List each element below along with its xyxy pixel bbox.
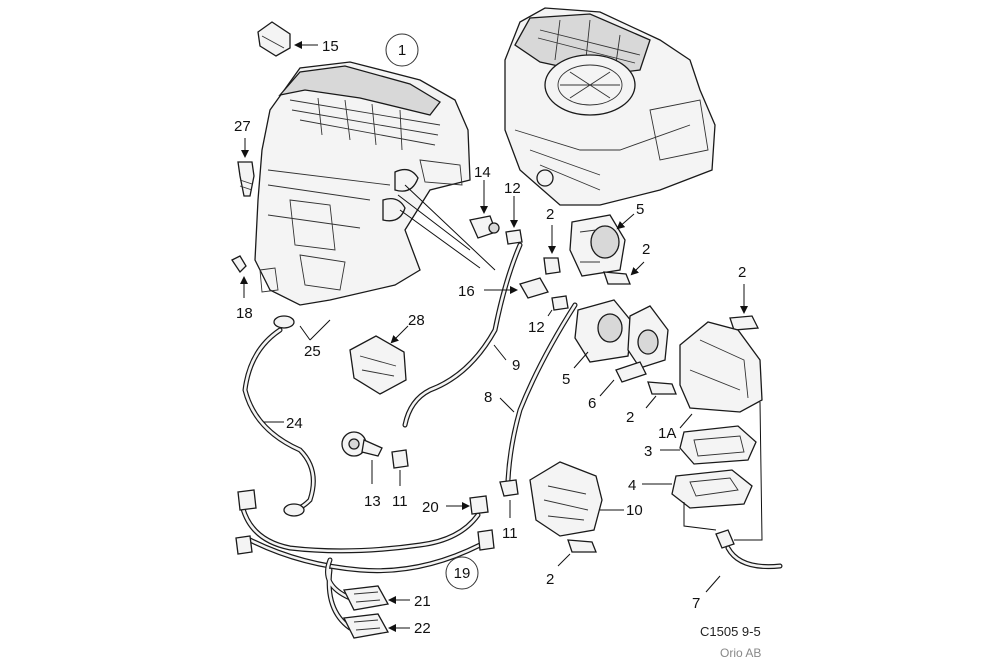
part-4-gasket: 4 (628, 469, 753, 509)
part-24-cable: 24 (242, 327, 316, 517)
diagram-company: Orio AB (720, 646, 762, 660)
part-6-link: 6 (588, 361, 647, 412)
svg-text:19: 19 (454, 565, 471, 582)
svg-text:22: 22 (414, 620, 431, 637)
part-5-actuator-lower: 5 (562, 299, 669, 388)
part-5-actuator-upper: 5 (569, 201, 644, 277)
part-12-lower: 12 (528, 295, 569, 336)
svg-text:16: 16 (458, 283, 475, 300)
part-1A-housing: 1A (658, 321, 763, 442)
svg-text:3: 3 (644, 443, 652, 460)
svg-text:2: 2 (546, 571, 554, 588)
svg-text:5: 5 (636, 201, 644, 218)
svg-text:28: 28 (408, 312, 425, 329)
svg-text:2: 2 (546, 206, 554, 223)
part-19-harness: 19 (235, 489, 495, 631)
part-20-connector: 20 (422, 499, 470, 516)
diagram-reference-code: C1505 9-5 (700, 624, 761, 639)
part-27-bolt: 27 (234, 118, 255, 197)
svg-text:12: 12 (504, 180, 521, 197)
hose-9: 9 (402, 242, 523, 428)
part-15-sensor: 15 (257, 21, 339, 57)
svg-text:7: 7 (692, 595, 700, 612)
svg-text:27: 27 (234, 118, 251, 135)
svg-text:2: 2 (626, 409, 634, 426)
part-21-connector: 21 (343, 585, 431, 611)
part-2-bolt-a: 2 (543, 206, 561, 275)
svg-text:15: 15 (322, 38, 339, 55)
svg-text:6: 6 (588, 395, 596, 412)
part-22-connector: 22 (343, 613, 431, 639)
part-11-clip-right: 11 (499, 479, 519, 542)
svg-text:14: 14 (474, 164, 491, 181)
svg-text:8: 8 (484, 389, 492, 406)
part-28-bracket: 28 (349, 312, 425, 395)
svg-text:10: 10 (626, 502, 643, 519)
part-25-grommet: 25 (273, 315, 331, 360)
part-2-bolt-b: 2 (603, 241, 650, 285)
part-12-top: 12 (504, 180, 523, 245)
part-18-clip: 18 (231, 255, 253, 322)
svg-text:11: 11 (502, 525, 518, 542)
part-16-bracket: 16 (458, 277, 549, 300)
svg-text:1A: 1A (658, 425, 676, 442)
part-13-gear: 13 (341, 431, 383, 510)
part-3-frame: 3 (644, 425, 757, 465)
callout-1: 1 (385, 33, 419, 67)
svg-text:21: 21 (414, 593, 431, 610)
part-14-connector: 14 (469, 164, 500, 239)
part-7-sensor: 7 (683, 401, 783, 612)
svg-text:1: 1 (398, 42, 406, 59)
svg-text:2: 2 (642, 241, 650, 258)
part-2-bolt-c: 2 (626, 381, 677, 426)
svg-text:4: 4 (628, 477, 636, 494)
svg-text:18: 18 (236, 305, 253, 322)
svg-text:12: 12 (528, 319, 545, 336)
hose-8: 8 (484, 302, 578, 483)
svg-text:24: 24 (286, 415, 303, 432)
svg-text:13: 13 (364, 493, 381, 510)
part-11-clip-left: 11 (391, 449, 409, 510)
svg-text:5: 5 (562, 371, 570, 388)
svg-text:2: 2 (738, 264, 746, 281)
left-heater-unit (254, 61, 471, 306)
svg-text:25: 25 (304, 343, 321, 360)
part-2-bolt-d: 2 (729, 264, 760, 331)
svg-text:9: 9 (512, 357, 520, 374)
right-heater-unit (504, 7, 716, 206)
part-10-cover: 10 (529, 461, 643, 537)
part-2-bolt-e: 2 (546, 539, 597, 588)
svg-text:11: 11 (392, 493, 408, 510)
svg-text:20: 20 (422, 499, 439, 516)
